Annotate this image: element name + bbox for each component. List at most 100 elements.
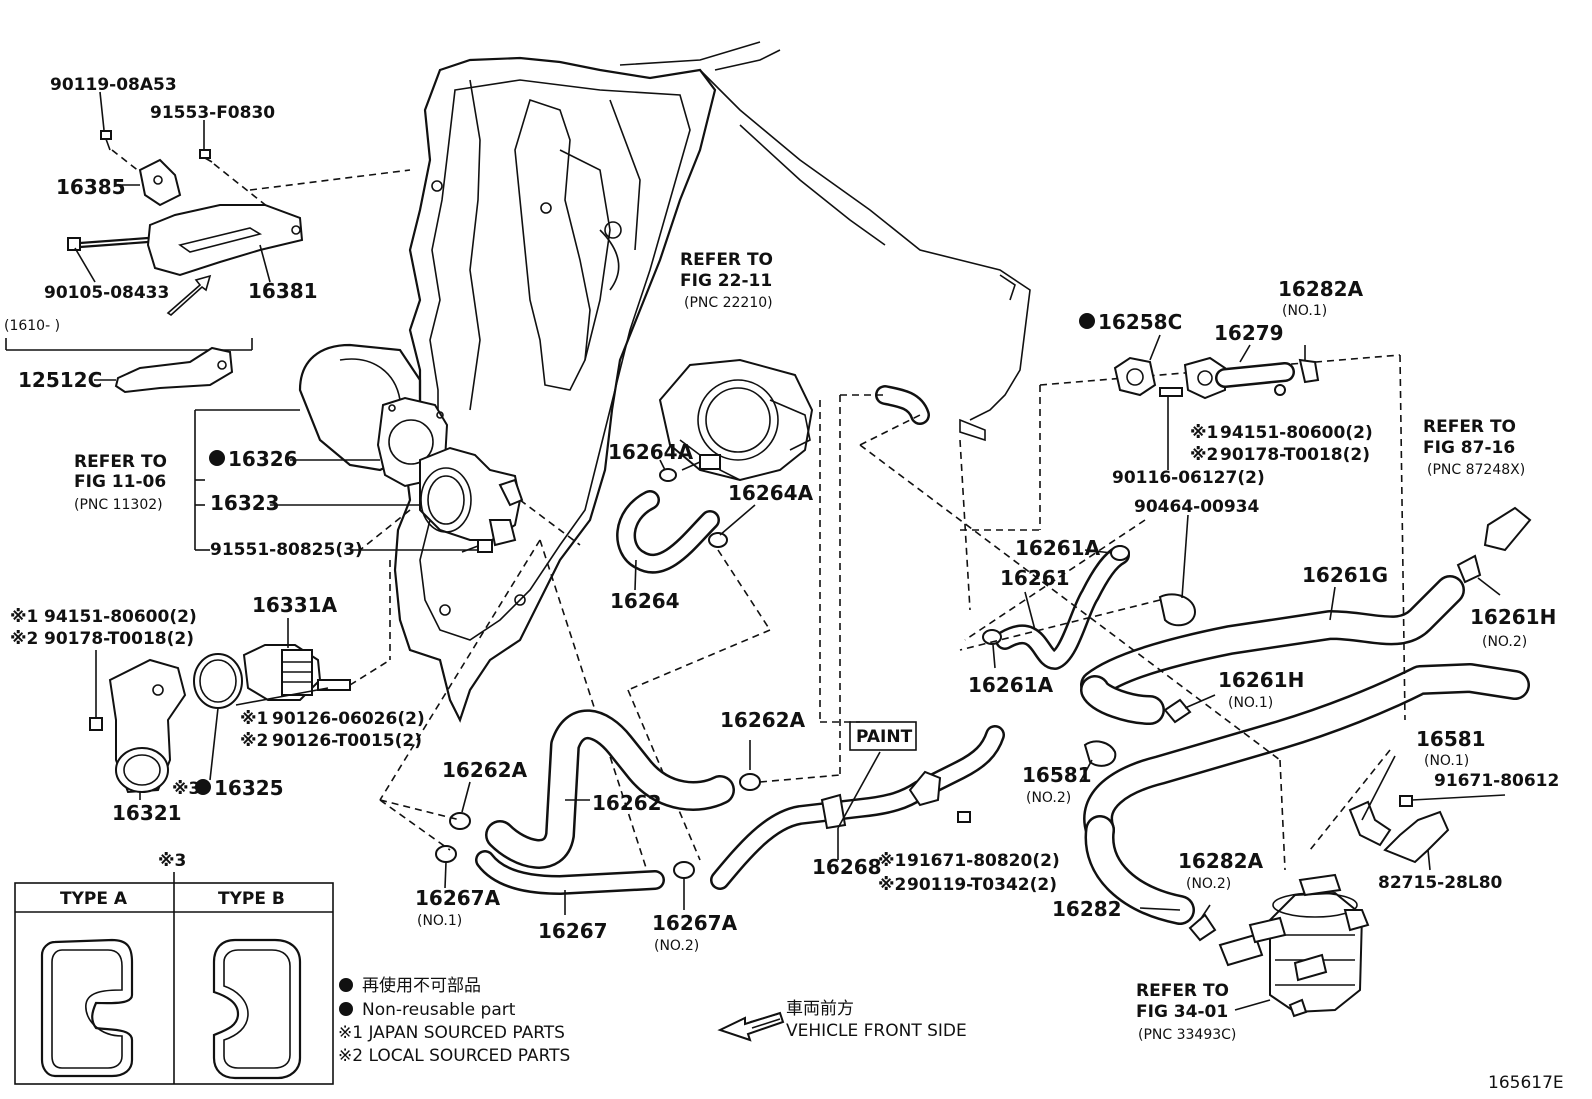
gasket-type-box bbox=[14, 872, 334, 1085]
brackets-16581 bbox=[1309, 749, 1450, 864]
japan-mark: ※1 bbox=[10, 607, 38, 627]
number-two-note: (NO.2) bbox=[654, 938, 699, 954]
part-number-90119-t0342: 90119-T0342(2) bbox=[907, 875, 1057, 895]
part-number-90464-00934: 90464-00934 bbox=[1134, 497, 1260, 517]
part-number-16261a: 16261A bbox=[1015, 536, 1101, 560]
part-number-16282a: 16282A bbox=[1278, 277, 1364, 301]
serial-range-note: (1610- ) bbox=[4, 318, 60, 334]
legend-local-sourced: ※2 LOCAL SOURCED PARTS bbox=[338, 1046, 570, 1066]
part-number-16282a: 16282A bbox=[1178, 849, 1264, 873]
refer-label-4: REFER TO bbox=[1136, 981, 1229, 1001]
refer-label-2: REFER TO bbox=[680, 250, 773, 270]
number-one-note: (NO.1) bbox=[1424, 753, 1469, 769]
part-number-16261h: 16261H bbox=[1218, 668, 1304, 692]
number-one-note: (NO.1) bbox=[1228, 695, 1273, 711]
part-number-16321: 16321 bbox=[112, 801, 182, 825]
refer-pnc-2: (PNC 22210) bbox=[684, 295, 773, 311]
refer-pnc-3: (PNC 87248X) bbox=[1427, 462, 1525, 478]
part-number-16268: 16268 bbox=[812, 855, 882, 879]
paint-box bbox=[849, 721, 917, 751]
part-number-16262a: 16262A bbox=[442, 758, 528, 782]
part-number-16262: 16262 bbox=[592, 791, 662, 815]
part-number-16267: 16267 bbox=[538, 919, 608, 943]
local-mark: ※2 bbox=[878, 875, 906, 895]
vehicle-front-jp: 車両前方 bbox=[786, 999, 854, 1019]
part-number-16264: 16264 bbox=[610, 589, 680, 613]
number-one-note: (NO.1) bbox=[417, 913, 462, 929]
number-two-note: (NO.2) bbox=[1026, 790, 1071, 806]
part-number-16323: 16323 bbox=[210, 491, 280, 515]
legend-dot-jp bbox=[339, 978, 353, 992]
part-number-91671-80820: 91671-80820(2) bbox=[907, 851, 1060, 871]
part-number-16326: 16326 bbox=[228, 447, 298, 471]
refer-fig-4: FIG 34-01 bbox=[1136, 1002, 1228, 1022]
part-number-16581: 16581 bbox=[1022, 763, 1092, 787]
part-number-91671-80612: 91671-80612 bbox=[1434, 771, 1559, 791]
part-number-94151-80600: 94151-80600(2) bbox=[44, 607, 197, 627]
paint-label: PAINT bbox=[856, 727, 913, 747]
part-number-90126-06026: 90126-06026(2) bbox=[272, 709, 425, 729]
type-mark-3: ※3 bbox=[158, 851, 186, 871]
hose-16264 bbox=[616, 490, 771, 861]
part-number-16261g: 16261G bbox=[1302, 563, 1388, 587]
refer-pnc-4: (PNC 33493C) bbox=[1138, 1027, 1236, 1043]
legend: 再使用不可部品 Non-reusable part ※1 JAPAN SOURC… bbox=[338, 975, 570, 1066]
part-number-16385: 16385 bbox=[56, 175, 126, 199]
type-b-label: TYPE B bbox=[218, 889, 285, 909]
non-reusable-dot bbox=[209, 450, 225, 466]
engine-outline bbox=[393, 41, 1031, 723]
part-number-16381: 16381 bbox=[248, 279, 318, 303]
thermostat-group bbox=[89, 560, 391, 794]
part-number-91551-80825: 91551-80825(3) bbox=[210, 540, 363, 560]
japan-mark: ※1 bbox=[240, 709, 268, 729]
part-number-16261h: 16261H bbox=[1470, 605, 1556, 629]
part-number-94151-80600: 94151-80600(2) bbox=[1220, 423, 1373, 443]
part-number-91553-f0830: 91553-F0830 bbox=[150, 103, 275, 123]
throttle-body bbox=[658, 358, 814, 482]
local-mark: ※2 bbox=[10, 629, 38, 649]
part-number-82715-28l80: 82715-28L80 bbox=[1378, 873, 1503, 893]
type-a-label: TYPE A bbox=[60, 889, 128, 909]
oil-cooler bbox=[1218, 873, 1370, 1018]
legend-japan-sourced: ※1 JAPAN SOURCED PARTS bbox=[338, 1023, 565, 1043]
part-number-16261a: 16261A bbox=[968, 673, 1054, 697]
number-two-note: (NO.2) bbox=[1186, 876, 1231, 892]
non-reusable-dot bbox=[195, 779, 211, 795]
gasket-pipe-16279 bbox=[1113, 345, 1320, 470]
part-number-16261: 16261 bbox=[1000, 566, 1070, 590]
non-reusable-dot bbox=[1079, 313, 1095, 329]
part-labels: 90119-08A53 91553-F0830 16385 90105-0843… bbox=[4, 75, 1559, 1043]
part-number-16264a: 16264A bbox=[608, 440, 694, 464]
japan-mark: ※1 bbox=[1190, 423, 1218, 443]
refer-fig-1: FIG 11-06 bbox=[74, 472, 166, 492]
local-mark: ※2 bbox=[240, 731, 268, 751]
refer-label-1: REFER TO bbox=[74, 452, 167, 472]
part-number-16581: 16581 bbox=[1416, 727, 1486, 751]
part-number-16267a: 16267A bbox=[415, 886, 501, 910]
part-number-16258c: 16258C bbox=[1098, 310, 1182, 334]
leader-lines bbox=[74, 91, 1506, 1011]
diagram-id: 165617E bbox=[1488, 1073, 1564, 1093]
part-number-16282: 16282 bbox=[1052, 897, 1122, 921]
number-two-note: (NO.2) bbox=[1482, 634, 1527, 650]
refer-label-3: REFER TO bbox=[1423, 417, 1516, 437]
refer-fig-3: FIG 87-16 bbox=[1423, 438, 1515, 458]
refer-pnc-1: (PNC 11302) bbox=[74, 497, 163, 513]
part-number-16264a: 16264A bbox=[728, 481, 814, 505]
vehicle-front-arrow bbox=[717, 1011, 785, 1042]
part-number-16331a: 16331A bbox=[252, 593, 338, 617]
local-mark: ※2 bbox=[1190, 445, 1218, 465]
part-number-16267a: 16267A bbox=[652, 911, 738, 935]
part-number-16325: 16325 bbox=[214, 776, 284, 800]
hoses-16261-group bbox=[859, 354, 1532, 942]
bracket-group bbox=[67, 130, 411, 317]
part-number-90119-08a53: 90119-08A53 bbox=[50, 75, 177, 95]
part-number-12512c: 12512C bbox=[18, 368, 102, 392]
type-mark-3: ※3 bbox=[172, 779, 200, 799]
refer-fig-2: FIG 22-11 bbox=[680, 271, 772, 291]
water-inlet-group bbox=[359, 396, 651, 881]
part-number-90105-08433: 90105-08433 bbox=[44, 283, 169, 303]
legend-non-reusable-jp: 再使用不可部品 bbox=[362, 975, 481, 996]
short-hose-top bbox=[840, 385, 930, 446]
